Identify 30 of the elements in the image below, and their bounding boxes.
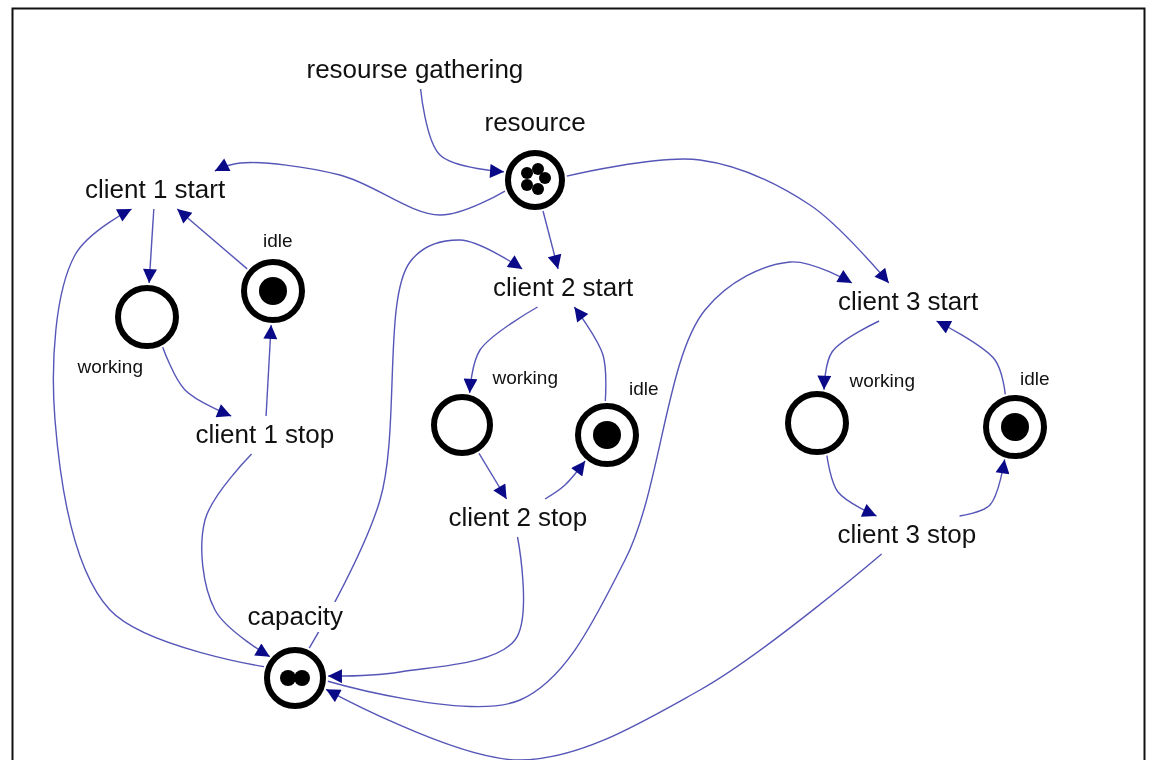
arrow xyxy=(201,453,271,658)
arrow xyxy=(308,239,523,649)
transition-label: client 3 start xyxy=(835,285,982,319)
arrow xyxy=(325,553,883,760)
place-label: capacity xyxy=(247,602,343,632)
arrow xyxy=(542,210,562,270)
transition-label: client 1 stop xyxy=(192,418,338,452)
arrow xyxy=(162,346,232,418)
arrow xyxy=(419,88,505,178)
transition-label: client 2 stop xyxy=(445,501,591,535)
arrow xyxy=(817,320,880,391)
transition-label: resourse gathering xyxy=(303,53,527,87)
transition-label: client 3 stop xyxy=(834,518,980,552)
arrow xyxy=(573,306,607,402)
transition-label: client 1 start xyxy=(82,173,229,207)
arrow xyxy=(478,452,508,500)
transition-label: client 2 start xyxy=(490,271,637,305)
arrow xyxy=(826,454,878,517)
arrow xyxy=(566,158,890,284)
arrow xyxy=(143,208,157,284)
arrow xyxy=(327,261,853,708)
arrow xyxy=(214,158,506,216)
arrow xyxy=(958,458,1010,517)
arrow xyxy=(935,320,1006,396)
arrow xyxy=(544,460,586,500)
arrow xyxy=(52,208,265,668)
arrow xyxy=(463,306,539,394)
arrow xyxy=(263,324,278,417)
arrow xyxy=(327,536,525,684)
arrow xyxy=(176,208,248,270)
